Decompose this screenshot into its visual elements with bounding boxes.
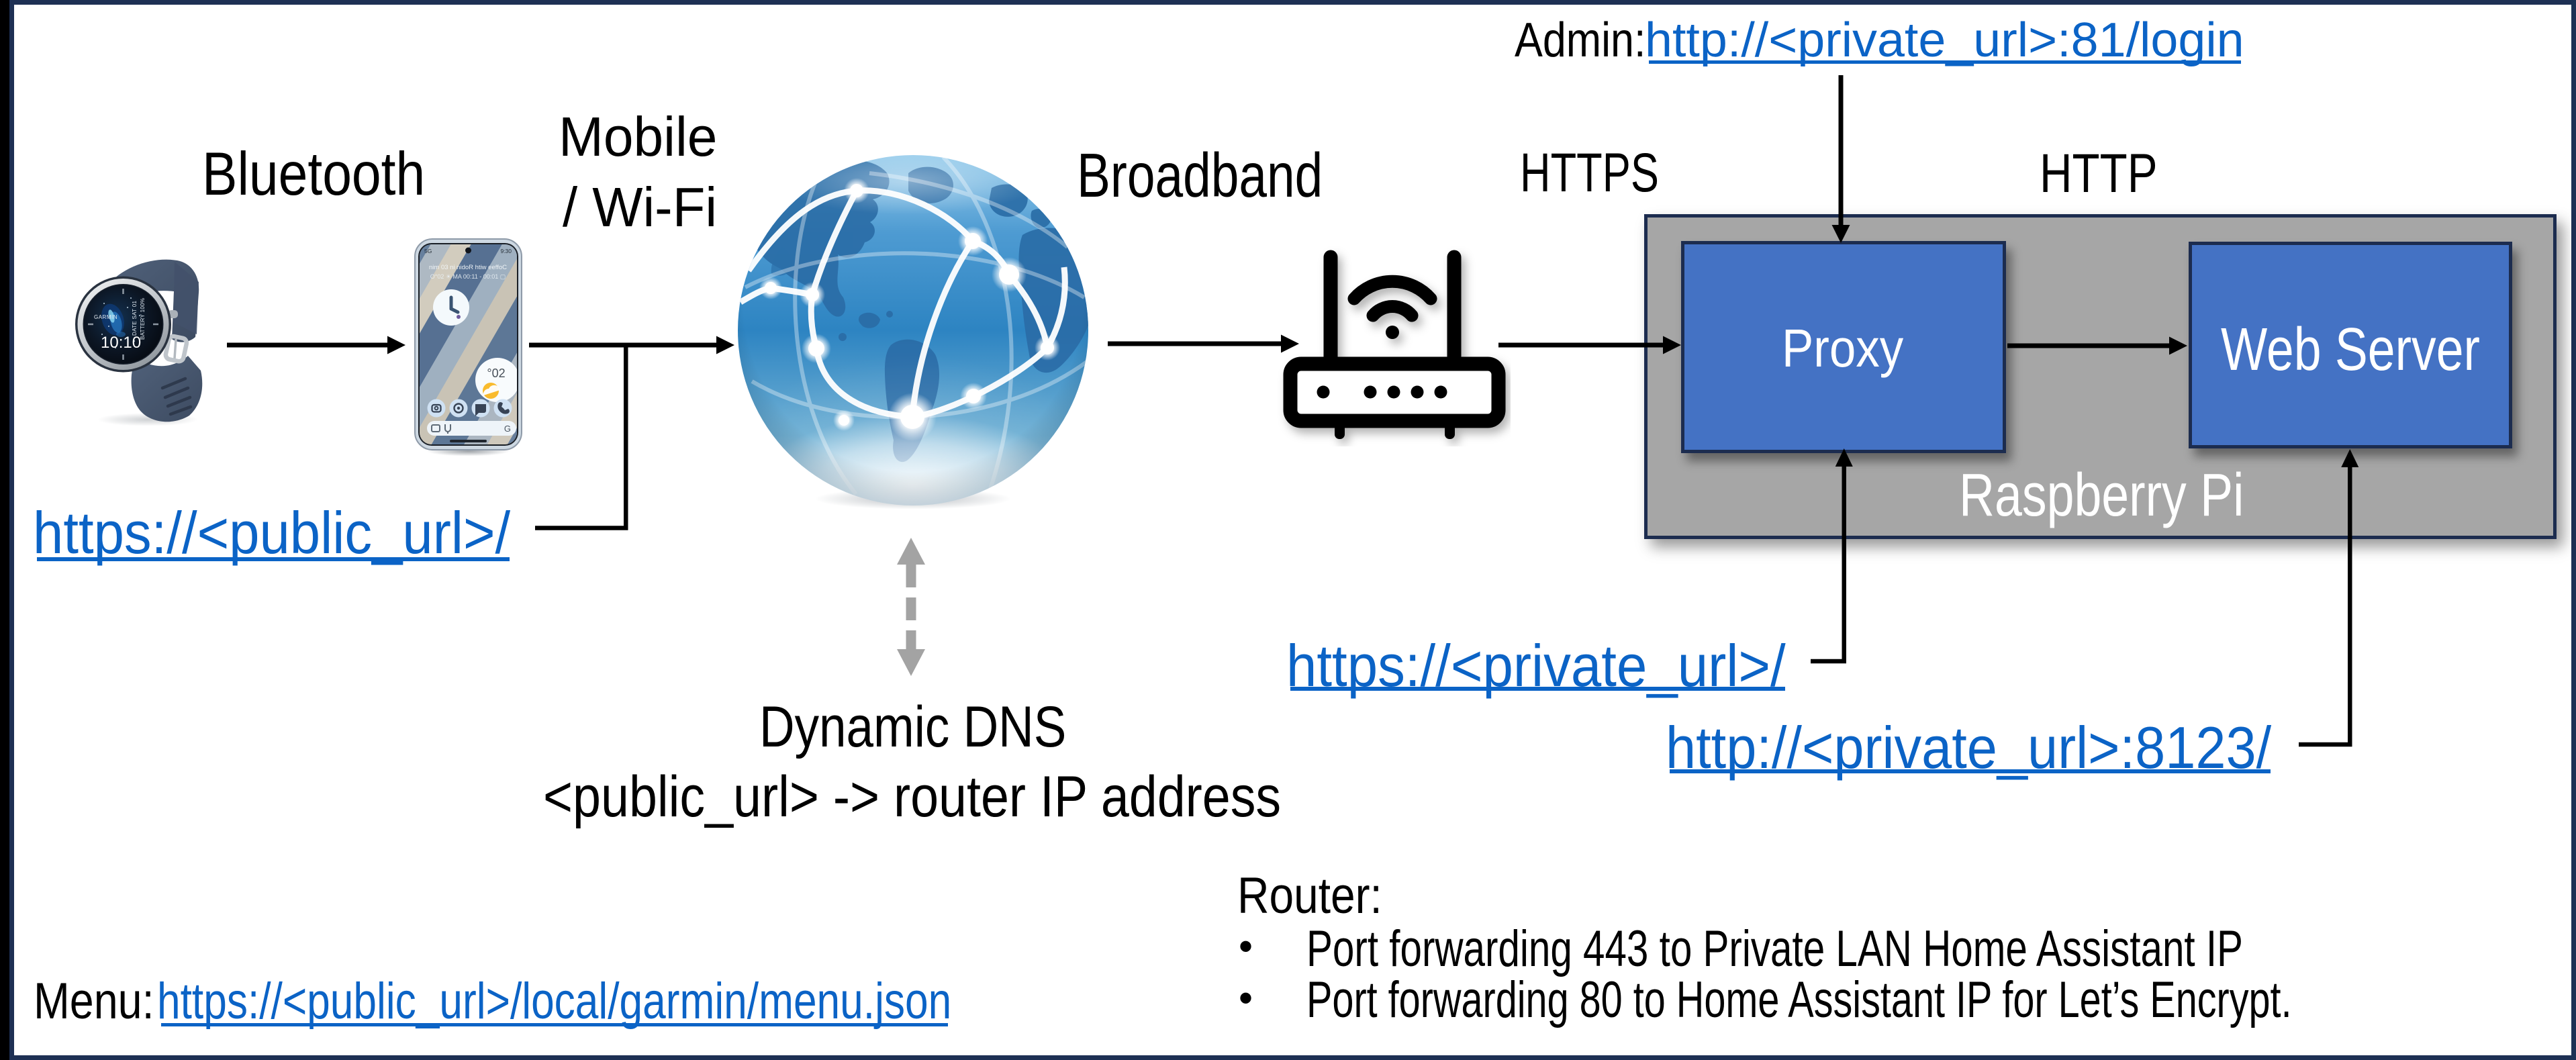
svg-text:10:10: 10:10 xyxy=(101,334,141,352)
svg-text:O°02 ☀ MA 00:11 - 00:01 ▢: O°02 ☀ MA 00:11 - 00:01 ▢ xyxy=(430,273,506,280)
svg-text:5G: 5G xyxy=(424,248,432,254)
svg-text:°02: °02 xyxy=(487,367,505,380)
svg-text:GARMIN: GARMIN xyxy=(94,314,117,320)
svg-text:DATE SAT 01: DATE SAT 01 xyxy=(132,301,138,336)
svg-text:G: G xyxy=(504,424,511,434)
svg-text:BATTERY 100%: BATTERY 100% xyxy=(140,298,146,340)
svg-text:9:30: 9:30 xyxy=(500,248,512,254)
svg-text:nim 03 ni nidoR htiw eeffoC: nim 03 ni nidoR htiw eeffoC xyxy=(429,264,507,271)
